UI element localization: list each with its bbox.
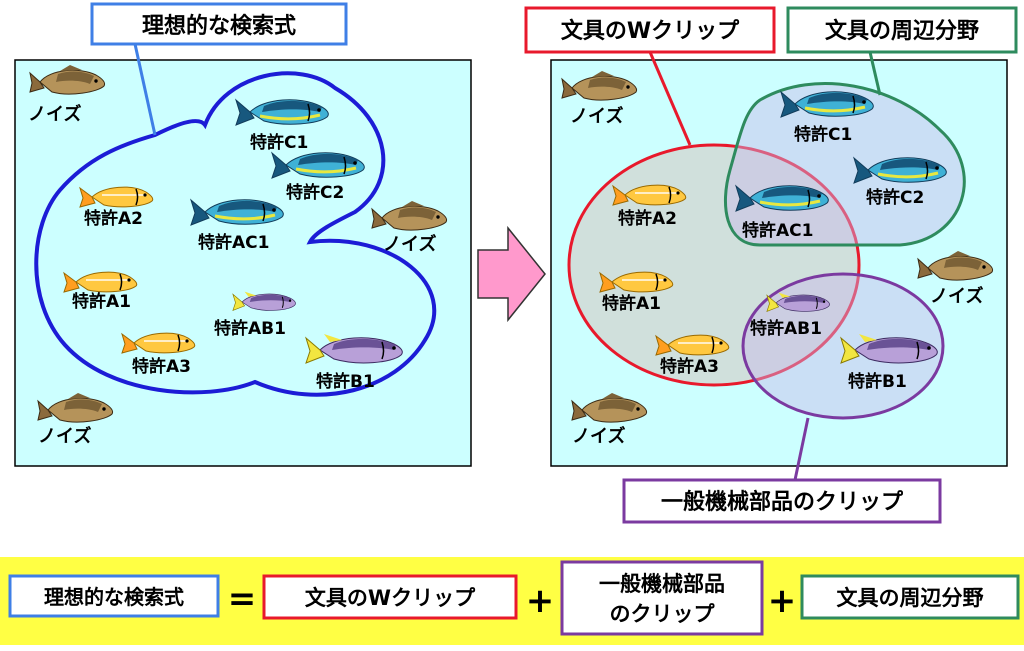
equation-w-clip-box xyxy=(262,574,518,620)
equals-sign: = xyxy=(228,579,257,619)
left-panel xyxy=(14,59,472,467)
w-clip-connector xyxy=(648,51,692,146)
noise-label: ノイズ xyxy=(572,425,625,447)
patent-label: 特許AC1 xyxy=(198,232,269,253)
stationery-connector xyxy=(868,51,882,96)
equation-stationery: 文具の周辺分野 xyxy=(837,586,984,610)
patent-label: 特許B1 xyxy=(848,371,907,392)
patent-label: 特許A2 xyxy=(618,208,677,229)
patent-label: 特許AC1 xyxy=(742,220,813,241)
patent-label: 特許C1 xyxy=(794,124,852,145)
noise-label: ノイズ xyxy=(383,233,436,255)
ideal-title: 理想的な検索式 xyxy=(142,13,296,39)
transform-arrow xyxy=(477,225,546,323)
equation-w-clip: 文具のWクリップ xyxy=(305,586,476,610)
ideal-title-box xyxy=(90,2,348,46)
patent-label: 特許A3 xyxy=(132,356,191,377)
equation-stationery-box xyxy=(800,574,1020,620)
patent-label: 特許A1 xyxy=(602,293,661,314)
machine-connector xyxy=(793,417,810,481)
patent-label: 特許C2 xyxy=(286,182,344,203)
stationery-label-box xyxy=(786,6,1018,54)
noise-label: ノイズ xyxy=(930,285,983,307)
patent-label: 特許C1 xyxy=(250,132,308,153)
noise-label: ノイズ xyxy=(28,103,81,125)
equation-machine-box xyxy=(560,560,764,636)
stationery-label: 文具の周辺分野 xyxy=(825,18,979,44)
patent-label: 特許C2 xyxy=(866,187,924,208)
noise-label: ノイズ xyxy=(570,105,623,127)
right-panel xyxy=(550,59,1008,467)
patent-label: 特許AB1 xyxy=(214,318,286,339)
equation-machine-line2: のクリップ xyxy=(610,602,716,626)
equation-ideal: 理想的な検索式 xyxy=(44,585,184,609)
machine-label-box xyxy=(622,478,942,524)
patent-label: 特許B1 xyxy=(316,371,375,392)
equation-machine-line1: 一般機械部品 xyxy=(599,572,725,596)
patent-label: 特許A2 xyxy=(84,208,143,229)
plus-sign: + xyxy=(768,581,797,621)
patent-label: 特許A1 xyxy=(72,291,131,312)
machine-label: 一般機械部品のクリップ xyxy=(661,489,904,515)
plus-sign: + xyxy=(526,581,555,621)
noise-label: ノイズ xyxy=(38,425,91,447)
patent-label: 特許AB1 xyxy=(750,318,822,339)
ideal-boundary xyxy=(34,71,437,397)
equation-ideal-box xyxy=(8,574,220,618)
ideal-title-connector xyxy=(133,43,157,136)
patent-label: 特許A3 xyxy=(660,356,719,377)
w-clip-label-box xyxy=(524,6,776,54)
w-clip-label: 文具のWクリップ xyxy=(561,18,740,44)
